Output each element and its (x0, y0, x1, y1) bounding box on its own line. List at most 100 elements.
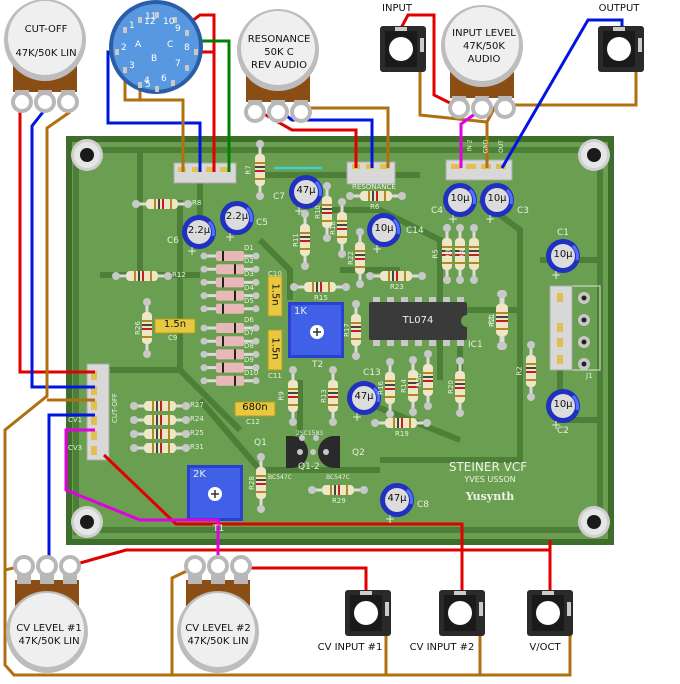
pot-lug-ring (57, 91, 79, 113)
jack-cv-input-2[interactable] (439, 590, 485, 636)
capacitor-ref-c3: C3 (517, 206, 530, 216)
film-cap-c9 (154, 318, 196, 334)
resistor-r14 (408, 356, 418, 416)
jack-label-output: OUTPUT (598, 3, 640, 14)
transistor-q12-pads (297, 435, 329, 455)
resistor-label-r12: R12 (172, 271, 186, 279)
capacitor-c8 (380, 483, 414, 517)
io-pin-in2: IN 2 (466, 139, 474, 152)
header-label-j1: J1 (586, 372, 593, 380)
capacitor-c5 (220, 201, 254, 235)
trimmer-t2-ref: T2 (312, 360, 324, 370)
diode-label-d1: D1 (244, 244, 254, 252)
film-cap-ref-c9: C9 (168, 334, 178, 342)
resistor-label-r20: R20 (446, 380, 455, 394)
mounting-hole (578, 506, 610, 538)
switch-pin-6 (171, 80, 175, 86)
switch-pin-label-7: 7 (175, 59, 181, 69)
diode-label-d10: D10 (244, 368, 259, 377)
capacitor-ref-c5: C5 (256, 218, 269, 228)
capacitor-ref-c6: C6 (167, 236, 180, 246)
resistor-label-r30: R30 (414, 373, 423, 387)
header-label-resonance: RESONANCE (352, 183, 396, 191)
resistor-label-r5: R5 (431, 249, 440, 259)
resistor-label-r4: R4 (458, 249, 467, 259)
resistor-r27 (130, 401, 190, 411)
mounting-holes (71, 139, 610, 538)
jack-voct[interactable] (527, 590, 573, 636)
jack-socket[interactable] (448, 601, 472, 625)
jack-label-cv-input-2: CV INPUT #2 (409, 642, 475, 653)
resistor-label-r15: R15 (314, 294, 328, 302)
film-cap-c12 (234, 401, 276, 417)
capacitor-ref-c7: C7 (273, 192, 286, 202)
pot-lug-ring (13, 555, 35, 577)
switch-pin-label-2: 2 (121, 43, 127, 53)
resistor-label-r6: R6 (370, 203, 380, 211)
resistor-label-r25: R25 (190, 429, 204, 437)
film-cap-c10 (267, 275, 283, 317)
header-label-cutoff: CUT-OFF (110, 393, 119, 423)
jack-input[interactable] (380, 26, 426, 72)
resistor-label-r17: R17 (342, 323, 351, 337)
diode-d7 (200, 336, 260, 347)
transistor-q1-part: BC547C (268, 474, 292, 481)
capacitor-c14 (367, 213, 401, 247)
pot-lug (63, 574, 77, 584)
capacitor-value-c6: 2.2µ (187, 225, 211, 236)
wire-blue (500, 18, 624, 169)
capacitor-ref-c13: C13 (363, 368, 381, 378)
switch-pin-label-10: 10 (163, 17, 175, 27)
diode-label-d5: D5 (244, 296, 254, 305)
resistor-label-r19: R19 (395, 430, 409, 438)
resistor-label-r3: R3 (444, 249, 453, 259)
diode-d6 (200, 323, 260, 333)
film-cap-value-c9: 1.5n (163, 319, 187, 330)
jack-socket[interactable] (354, 601, 378, 625)
resistor-r2 (526, 341, 536, 401)
switch-pin-3 (123, 67, 127, 73)
pot-cutoff[interactable] (4, 0, 86, 113)
jack-socket[interactable] (389, 37, 413, 61)
cutoff-header (86, 363, 110, 461)
pot-cv-level-2[interactable] (177, 555, 259, 673)
switch-pin-label-5: 5 (145, 80, 151, 90)
wire-red (244, 566, 368, 590)
jack-socket[interactable] (536, 601, 560, 625)
diode-d4 (200, 290, 260, 301)
switch-pin-label-9: 9 (175, 24, 181, 34)
capacitor-ref-c8: C8 (417, 500, 430, 510)
resistor-label-r7: R7 (244, 165, 253, 175)
capacitor-polarity-c13: + (352, 410, 363, 424)
jack-output[interactable] (598, 26, 644, 72)
resistor-r17 (351, 300, 361, 360)
diode-label-d2: D2 (244, 257, 254, 266)
switch-pole-a: A (135, 40, 142, 50)
rotary-switch[interactable] (109, 0, 203, 94)
switch-pin-5 (155, 86, 159, 92)
jack-socket[interactable] (607, 37, 631, 61)
header-pin-cv3: CV3 (68, 444, 83, 452)
transistor-q1-ref: Q1 (254, 438, 267, 448)
resistor-r18 (337, 198, 347, 258)
switch-pin-label-8: 8 (184, 43, 190, 53)
capacitor-polarity-c3: + (485, 212, 496, 226)
film-cap-ref-c12: C12 (246, 418, 260, 426)
capacitor-c2 (546, 389, 580, 423)
capacitor-polarity-c1: + (551, 268, 562, 282)
switch-pin-10 (173, 17, 177, 23)
switch-pole-c: C (167, 40, 174, 50)
pot-resonance[interactable] (237, 9, 319, 123)
electrolytic-capacitors (182, 175, 580, 517)
resistor-label-r14: R14 (399, 379, 408, 393)
capacitor-value-c8: 47µ (387, 493, 407, 504)
pot-lug-ring (34, 91, 56, 113)
pot-cv-level-1[interactable] (6, 555, 88, 673)
jack-label-voct: V/OCT (529, 642, 561, 653)
j1-header (549, 285, 601, 371)
pot-input-level[interactable] (441, 5, 523, 119)
pot-lug-ring (36, 555, 58, 577)
jack-cv-input-1[interactable] (345, 590, 391, 636)
film-cap-ref-c10: C10 (268, 270, 282, 278)
pot-label-resonance: RESONANCE 50K C REV AUDIO (247, 34, 311, 71)
